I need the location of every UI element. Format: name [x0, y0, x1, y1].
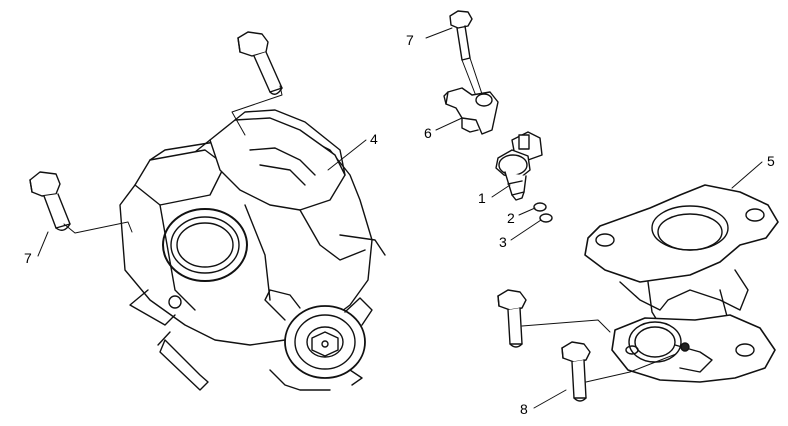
o-ring-upper [533, 202, 547, 212]
callout-6: 6 [424, 125, 432, 141]
leader-lines [37, 27, 763, 409]
callout-7-left: 7 [24, 250, 32, 266]
callout-4: 4 [370, 131, 378, 147]
fuel-injector [495, 131, 543, 201]
callout-2: 2 [507, 210, 515, 226]
bolt-manifold-upper [497, 289, 527, 348]
callout-7-top: 7 [406, 32, 414, 48]
o-ring-lower [539, 213, 553, 223]
bolt-upper [237, 31, 283, 95]
bolt-injector-holder [449, 10, 483, 97]
bolt-manifold-lower [561, 341, 591, 402]
callout-3: 3 [499, 234, 507, 250]
intake-manifold [584, 184, 779, 383]
throttle-body [119, 109, 386, 391]
injector-holder-bracket [443, 87, 499, 135]
bolt-left [29, 171, 71, 231]
callout-1: 1 [478, 190, 486, 206]
callout-8: 8 [520, 401, 528, 417]
callout-5: 5 [767, 153, 775, 169]
